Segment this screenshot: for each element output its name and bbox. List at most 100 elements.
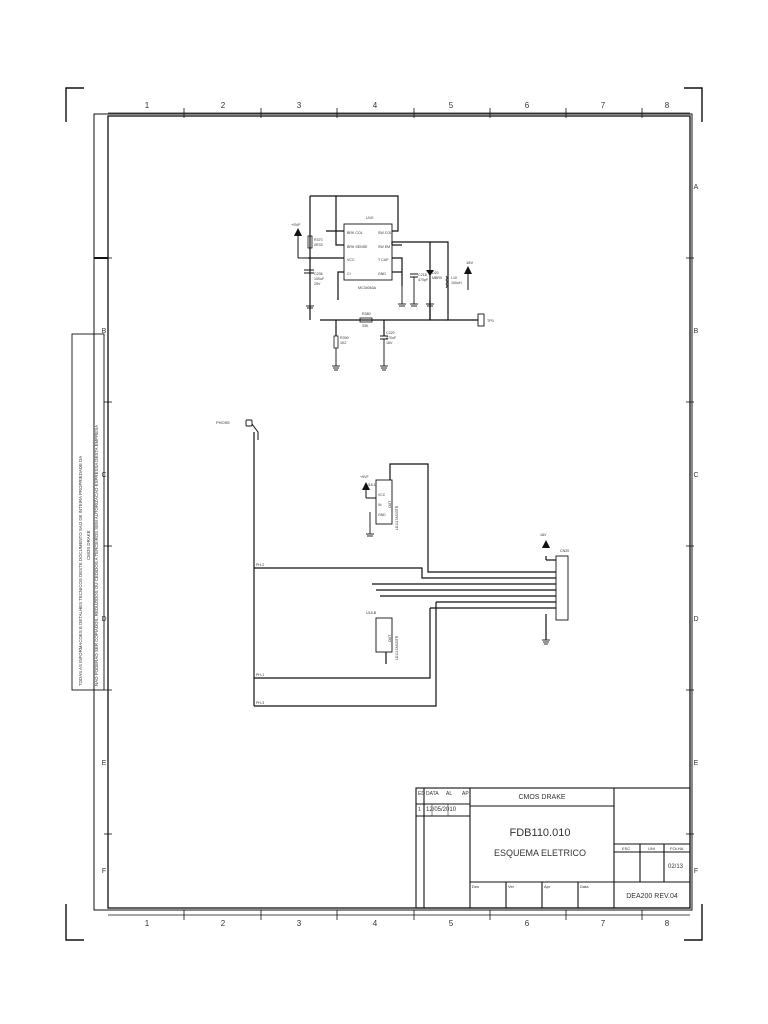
notice-line-2: CMOS DRAKE <box>86 530 91 560</box>
company-name: CMOS DRAKE <box>518 794 565 801</box>
ldo-top-part: LD1117AS33TR <box>395 505 399 530</box>
col-label: 5 <box>449 919 454 928</box>
connector-pin <box>245 419 253 427</box>
crop-marks <box>65 87 703 941</box>
drawing-title: ESQUEMA ELETRICO <box>494 848 586 858</box>
ic-part: MC34063A <box>358 286 377 290</box>
header-connector <box>555 555 569 621</box>
ldo-top-pin: IN <box>378 503 382 507</box>
row-label: D <box>693 616 698 623</box>
l10-ref: L10 <box>451 276 457 280</box>
bottom-header: Des <box>472 884 479 889</box>
ic-pin: VCC <box>347 258 355 262</box>
ic-pin: GND <box>378 272 386 276</box>
c218-value: 470pF <box>418 278 429 282</box>
vin-label: +5VF <box>291 222 301 227</box>
ldo-top-ref: U18-1 <box>366 483 376 487</box>
net-label: PH-2 <box>256 563 264 567</box>
column-ruler: 1 2 3 4 5 6 7 8 1 2 3 4 5 6 7 8 <box>108 101 690 928</box>
drawing-number: FDB110.010 <box>510 827 571 839</box>
col-label: 3 <box>297 919 302 928</box>
r380-ref: R380 <box>362 312 371 316</box>
confidentiality-notice: TODAS AS INFORMACOES E DETALHES TECNICOS… <box>71 333 105 691</box>
header-ref: CN20 <box>560 549 569 553</box>
net-label: PH-1 <box>256 673 264 677</box>
ic-pin: BRK COL <box>347 231 363 235</box>
col-label: 1 <box>145 919 150 928</box>
r370-ref: R370 <box>314 238 323 242</box>
document-reference: DEA200 REV.04 <box>626 893 678 900</box>
rev-date: 12/05/2010 <box>426 807 457 813</box>
col-label: 7 <box>601 101 606 110</box>
row-label: B <box>694 328 699 335</box>
row-label: F <box>102 868 106 875</box>
row-label: A <box>694 184 699 191</box>
l10-value: 100uH <box>451 281 462 285</box>
ldo-top-pin: GND <box>378 513 386 517</box>
col-label: 2 <box>221 919 226 928</box>
notice-line-1: TODAS AS INFORMACOES E DETALHES TECNICOS… <box>78 456 83 686</box>
testpoint-label: TP0 <box>487 319 494 323</box>
col-label: 4 <box>373 101 378 110</box>
regulator-circuit: U10 BRK COL BRK SENSE VCC CI SW COL SW E… <box>291 195 494 371</box>
col-label: 6 <box>525 919 530 928</box>
phase-circuit: PHOSE U18-1 VCC IN GND OUT LD1117AS33TR … <box>216 419 569 707</box>
r380-value: 33K <box>362 324 369 328</box>
small-header: UNI <box>648 846 655 851</box>
bottom-header: Ver <box>508 884 515 889</box>
ldo-top-pin: VCC <box>378 493 386 497</box>
c220-voltage: 16V <box>386 341 393 345</box>
connector-label: PHOSE <box>216 420 230 425</box>
col-label: 3 <box>297 101 302 110</box>
ic-pin: CI <box>347 272 351 276</box>
ldo-top-out: OUT <box>388 501 392 508</box>
col-label: 5 <box>449 101 454 110</box>
ldo-bottom <box>375 617 393 653</box>
vout-label: 18V <box>466 260 473 265</box>
rev-header: ED <box>418 791 425 797</box>
ic-pin: SW COL <box>378 231 392 235</box>
row-label: E <box>102 760 107 767</box>
rev-header: AL <box>446 791 452 797</box>
title-block: ED DATA AL AP 1 12/05/2010 CMOS DRAKE FD… <box>415 787 691 909</box>
notice-line-3: NAO PODERAO SER COPIADOS, REDUZIDOS OU C… <box>94 425 99 686</box>
r370-value: 0R33 <box>314 243 323 247</box>
row-label: B <box>102 328 107 335</box>
header-vin: 18V <box>540 533 547 537</box>
small-header: ESC <box>622 846 630 851</box>
col-label: 1 <box>145 101 150 110</box>
col-label: 8 <box>665 919 670 928</box>
r390-ref: R390 <box>340 336 349 340</box>
bottom-header: Apr <box>544 884 551 889</box>
rev-header: AP <box>462 791 469 797</box>
row-label: C <box>693 472 698 479</box>
d20-value: MBR0 <box>432 276 442 280</box>
col-label: 6 <box>525 101 530 110</box>
row-label: E <box>694 760 699 767</box>
ldo-vin-label: +5VF <box>360 475 369 479</box>
bottom-header: Data <box>580 884 589 889</box>
ldo-bottom-ref: U18-B <box>366 611 377 615</box>
r390-value: 1K2 <box>340 341 346 345</box>
rev-number: 1 <box>418 807 421 813</box>
sheet-number: 02/13 <box>668 864 684 870</box>
ic-pin: T CAP <box>378 258 389 262</box>
d20-ref: D20 <box>432 271 439 275</box>
net-label: PH-3 <box>256 701 264 705</box>
ic-ref: U10 <box>366 215 374 220</box>
col-label: 7 <box>601 919 606 928</box>
col-label: 2 <box>221 101 226 110</box>
c220-value: 470uF <box>386 336 397 340</box>
c236-voltage: 25V <box>314 282 321 286</box>
ldo-top <box>375 479 393 525</box>
ic-pin: BRK SENSE <box>347 245 368 249</box>
small-header: FOLHA <box>670 846 684 851</box>
row-ruler: A B C D E F B C D E F <box>101 184 698 875</box>
col-label: 4 <box>373 919 378 928</box>
c236-value: 100uF <box>314 277 325 281</box>
c218-ref: C218 <box>418 273 427 277</box>
ic-pin: SW EM <box>378 245 390 249</box>
col-label: 8 <box>665 101 670 110</box>
ldo-bottom-part: LD1117AS33TR <box>395 635 399 660</box>
